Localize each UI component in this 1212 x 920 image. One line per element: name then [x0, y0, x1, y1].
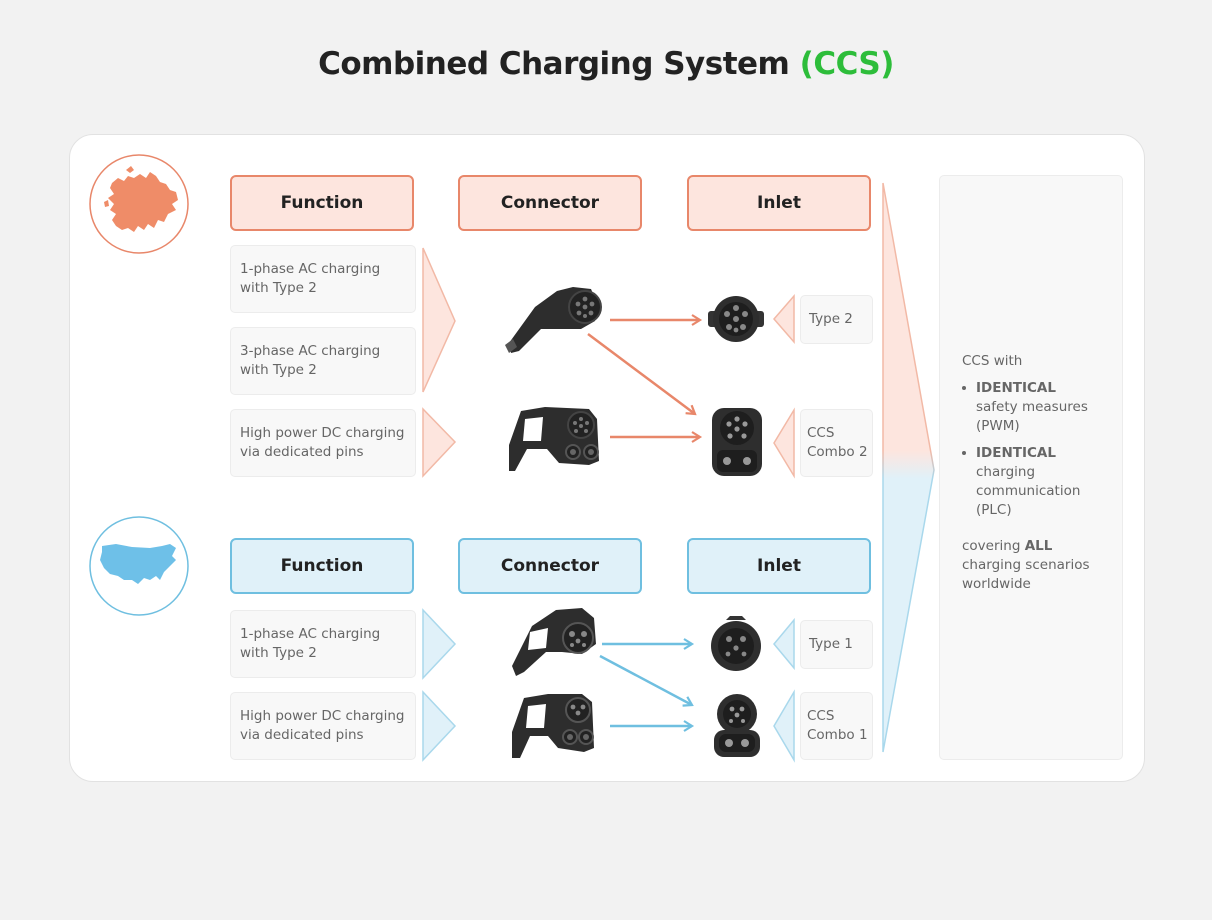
eu-inlet-label-type2: Type 2: [800, 295, 873, 344]
summary-wedge: [882, 182, 935, 753]
us-function-1phase-ac: 1-phase AC charging with Type 2: [230, 610, 416, 678]
eu-header-inlet: Inlet: [687, 175, 871, 231]
eu-header-function: Function: [230, 175, 414, 231]
us-function-wedge-dc: [422, 690, 457, 762]
eu-function-wedge-dc: [422, 407, 457, 478]
eu-inlet-wedge-type2: [773, 293, 795, 345]
summary-point-text: charging communication (PLC): [976, 464, 1081, 518]
inlet-type2-icon: [708, 296, 764, 342]
us-function-dc: High power DC charging via dedicated pin…: [230, 692, 416, 760]
eu-arrow-diagonal: [587, 332, 697, 416]
us-function-wedge-ac: [422, 608, 457, 680]
summary-point-strong: IDENTICAL: [976, 445, 1056, 461]
summary-point-text: safety measures (PWM): [976, 399, 1088, 434]
eu-function-wedge-ac: [422, 247, 456, 393]
connector-ccs2-plug-icon: [509, 407, 599, 471]
us-inlet-label-type1: Type 1: [800, 620, 873, 669]
summary-coverage: covering ALL charging scenarios worldwid…: [962, 538, 1090, 592]
inlet-type1-icon: [711, 616, 761, 671]
us-header-inlet: Inlet: [687, 538, 871, 594]
summary-intro: CCS with: [962, 353, 1023, 369]
summary-point-strong: IDENTICAL: [976, 380, 1056, 396]
europe-map-icon: [89, 154, 189, 254]
title-accent: (CCS): [799, 46, 895, 82]
eu-header-connector: Connector: [458, 175, 642, 231]
us-inlet-wedge-type1: [773, 617, 795, 671]
us-header-function: Function: [230, 538, 414, 594]
us-arrow-diagonal: [599, 654, 694, 707]
inlet-combo1-icon: [714, 694, 760, 757]
eu-inlet-wedge-combo2: [773, 407, 795, 479]
us-inlet-wedge-combo1: [773, 689, 795, 763]
connector-ccs1-plug-icon: [512, 694, 594, 758]
eu-function-1phase-ac: 1-phase AC charging with Type 2: [230, 245, 416, 313]
us-header-connector: Connector: [458, 538, 642, 594]
usa-map-icon: [89, 516, 189, 616]
page-title: Combined Charging System (CCS): [318, 46, 895, 82]
summary-point: IDENTICAL safety measures (PWM): [962, 379, 1112, 436]
connector-type1-plug-icon: [512, 608, 596, 676]
summary-point: IDENTICAL charging communication (PLC): [962, 444, 1112, 520]
summary-points: IDENTICAL safety measures (PWM) IDENTICAL…: [962, 379, 1112, 520]
eu-inlet-label-combo2: CCS Combo 2: [800, 409, 873, 477]
connector-type2-plug-icon: [505, 287, 602, 353]
eu-function-dc: High power DC charging via dedicated pin…: [230, 409, 416, 477]
summary-box: CCS with IDENTICAL safety measures (PWM) …: [939, 175, 1123, 760]
eu-function-3phase-ac: 3-phase AC charging with Type 2: [230, 327, 416, 395]
us-inlet-label-combo1: CCS Combo 1: [800, 692, 873, 760]
inlet-combo2-icon: [712, 408, 762, 476]
